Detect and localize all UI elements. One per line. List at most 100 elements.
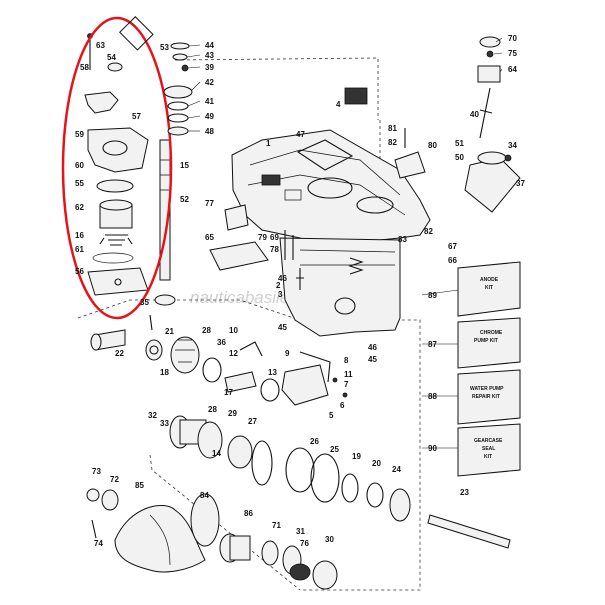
shift-parts-group [202,341,348,406]
callout: 59 [75,130,84,139]
callout: 25 [330,445,339,454]
callout: 82 [424,227,433,236]
callout: 72 [110,475,119,484]
lower-bearing-row [219,533,338,590]
highlight-ellipse [61,16,173,320]
svg-text:REPAIR KIT: REPAIR KIT [472,394,500,400]
callout: 2 [276,281,281,290]
callout: 27 [248,417,257,426]
callout: 77 [205,199,214,208]
top-misc-group [296,87,426,179]
callout: 67 [448,242,457,251]
callout: 11 [344,370,353,379]
callout: 33 [160,419,169,428]
callout: 56 [75,267,84,276]
callout: 32 [148,411,157,420]
callout: 47 [296,130,305,139]
svg-text:CHROME: CHROME [480,330,503,336]
watermark: nauticabasile.it [190,288,304,307]
water-pump-group [84,33,149,296]
callout: 85 [135,481,144,490]
callout: 16 [75,231,84,240]
callout: 39 [205,63,214,72]
water-pump-repair-kit-box[interactable]: WATER PUMP REPAIR KIT [457,369,521,425]
gearcase-housing [231,129,431,337]
prop-shaft-bearing-group [169,415,511,549]
callout: 90 [428,444,437,453]
callout: 48 [205,127,214,136]
callout: 46 [368,343,377,352]
chrome-pump-kit-box[interactable]: CHROME PUMP KIT [457,317,521,369]
callout: 31 [296,527,305,536]
callout: 46 [278,274,287,283]
callout: 10 [229,326,238,335]
callout: 9 [285,349,290,358]
callout: 20 [372,459,381,468]
svg-text:KIT: KIT [485,285,493,291]
callout: 41 [205,97,214,106]
callout: 34 [508,141,517,150]
callout: 89 [428,291,437,300]
callout: 5 [329,411,334,420]
callout: 28 [208,405,217,414]
callout: 21 [165,327,174,336]
callout: 45 [368,355,377,364]
callout: 22 [115,349,124,358]
pinion-gear-group [90,294,200,374]
callout: 79 [258,233,267,242]
anode-kit-box[interactable]: ANODE KIT [457,261,521,317]
callout: 43 [205,51,214,60]
callout: 61 [75,245,84,254]
callout: 75 [508,49,517,58]
callout: 4 [336,100,341,109]
callout: 23 [460,488,469,497]
gearcase-seal-kit-box[interactable]: GEARCASE SEAL KIT [457,423,521,477]
leader-lines [186,37,503,449]
callout: 76 [300,539,309,548]
callout: 55 [75,179,84,188]
callout: 82 [388,138,397,147]
callout: 8 [344,356,349,365]
callout: 19 [352,452,361,461]
callout: 14 [212,449,221,458]
callout: 40 [470,110,479,119]
callout: 87 [428,340,437,349]
callout: 66 [448,256,457,265]
callout: 58 [80,63,89,72]
callout: 74 [94,539,103,548]
callout: 78 [270,245,279,254]
svg-text:ANODE: ANODE [480,277,499,283]
callout: 63 [96,41,105,50]
callout: 26 [310,437,319,446]
callout: 69 [270,233,279,242]
callout: 1 [266,139,271,148]
callout: 80 [428,141,437,150]
mid-gearcase-parts [209,204,364,290]
callout: 70 [508,34,517,43]
shaft-hardware-group [119,16,193,136]
callout-numbers: 70 75 64 40 51 34 50 37 4 47 1 81 82 80 … [75,34,525,548]
kit-boxes: ANODE KIT CHROME PUMP KIT WATER PUMP REP… [457,261,521,477]
callout: 62 [75,203,84,212]
svg-text:PUMP KIT: PUMP KIT [474,338,498,344]
callout: 7 [344,380,349,389]
callout: 54 [107,53,116,62]
callout: 60 [75,161,84,170]
callout: 49 [205,112,214,121]
callout: 71 [272,521,281,530]
callout: 65 [205,233,214,242]
callout: 17 [224,388,233,397]
callout: 13 [268,368,277,377]
callout: 44 [205,41,214,50]
callout: 6 [340,401,345,410]
callout: 53 [160,43,169,52]
callout: 35 [140,298,149,307]
callout: 64 [508,65,517,74]
callout: 42 [205,78,214,87]
svg-text:GEARCASE: GEARCASE [474,438,503,444]
callout: 18 [160,368,169,377]
callout: 45 [278,323,287,332]
callout: 86 [244,509,253,518]
callout: 24 [392,465,401,474]
